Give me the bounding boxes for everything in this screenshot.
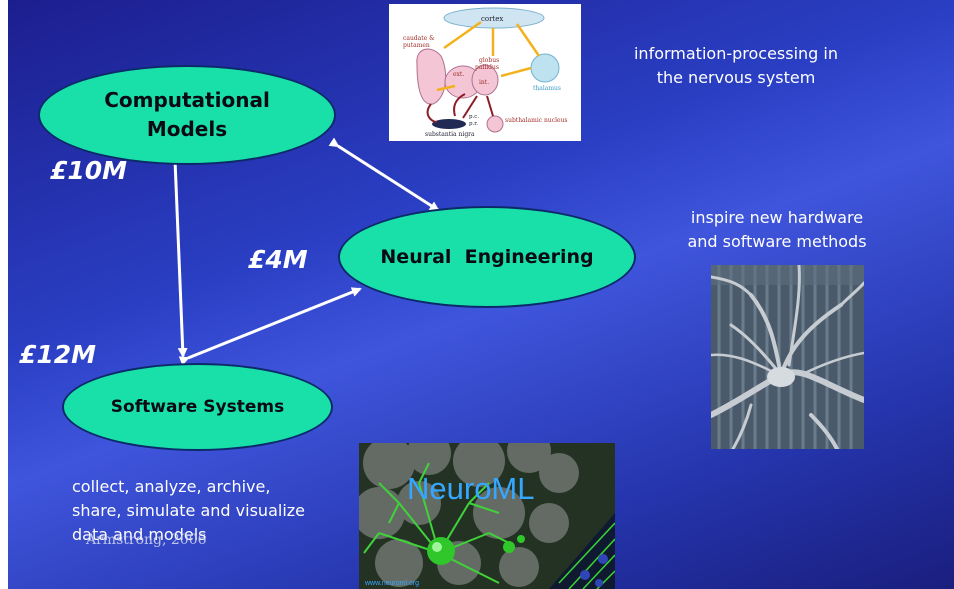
note-info-line2: the nervous system [656,68,816,87]
label-thalamus: thalamus [533,85,561,92]
neuroml-url: www.neuroml.org [364,580,419,587]
note-collect-line3: data and models [72,525,207,544]
neuroml-title: NeuroML [407,471,535,506]
computational-models-line2: Models [146,117,228,141]
computational-models-line1: Computational [104,88,270,112]
software-systems-label: Software Systems [110,397,285,417]
slide: Computational Models Neural Engineering … [8,0,954,589]
note-collect-line1: collect, analyze, archive, [72,477,271,496]
label-globus: globus [479,57,499,64]
arrow-computational-neural [328,137,440,212]
note-information-processing: information-processing in the nervous sy… [606,42,866,90]
label-pc: p.c. [469,114,479,120]
label-cortex: cortex [481,15,503,23]
label-int: int. [479,79,489,86]
note-collect: collect, analyze, archive, share, simula… [72,475,362,547]
label-pallidus: pallidus [475,64,499,71]
neuroml-image: NeuroML www.neuroml.org [359,443,615,589]
funding-computational: £10M [50,156,128,185]
label-substantia-nigra: substantia nigra [425,131,475,138]
software-systems-node: Software Systems [62,363,333,451]
neural-engineering-label: Neural Engineering [380,246,594,268]
label-ext: ext. [453,71,464,78]
label-subthalamic: subthalamic nucleus [505,117,568,124]
note-inspire: inspire new hardware and software method… [662,206,892,254]
arrows [169,137,440,366]
label-caudate: caudate & [403,35,435,42]
arrow-computational-software [169,151,188,358]
neural-engineering-node: Neural Engineering [338,206,636,308]
note-inspire-line2: and software methods [687,232,867,251]
label-putamen: putamen [403,42,430,49]
note-collect-line2: share, simulate and visualize [72,501,305,520]
note-inspire-line1: inspire new hardware [690,208,864,227]
funding-neural: £4M [248,245,308,274]
neurons-on-chip-image [711,265,864,449]
funding-software: £12M [19,340,97,369]
note-info-line1: information-processing in [633,44,838,63]
computational-models-node: Computational Models [38,65,336,165]
author-credit: Armstrong, 2006 [86,532,207,548]
arrow-software-neural [178,287,362,366]
label-pr: p.r. [469,121,478,127]
basal-ganglia-diagram: cortex caudate & putamen globus pallidus… [389,4,581,141]
